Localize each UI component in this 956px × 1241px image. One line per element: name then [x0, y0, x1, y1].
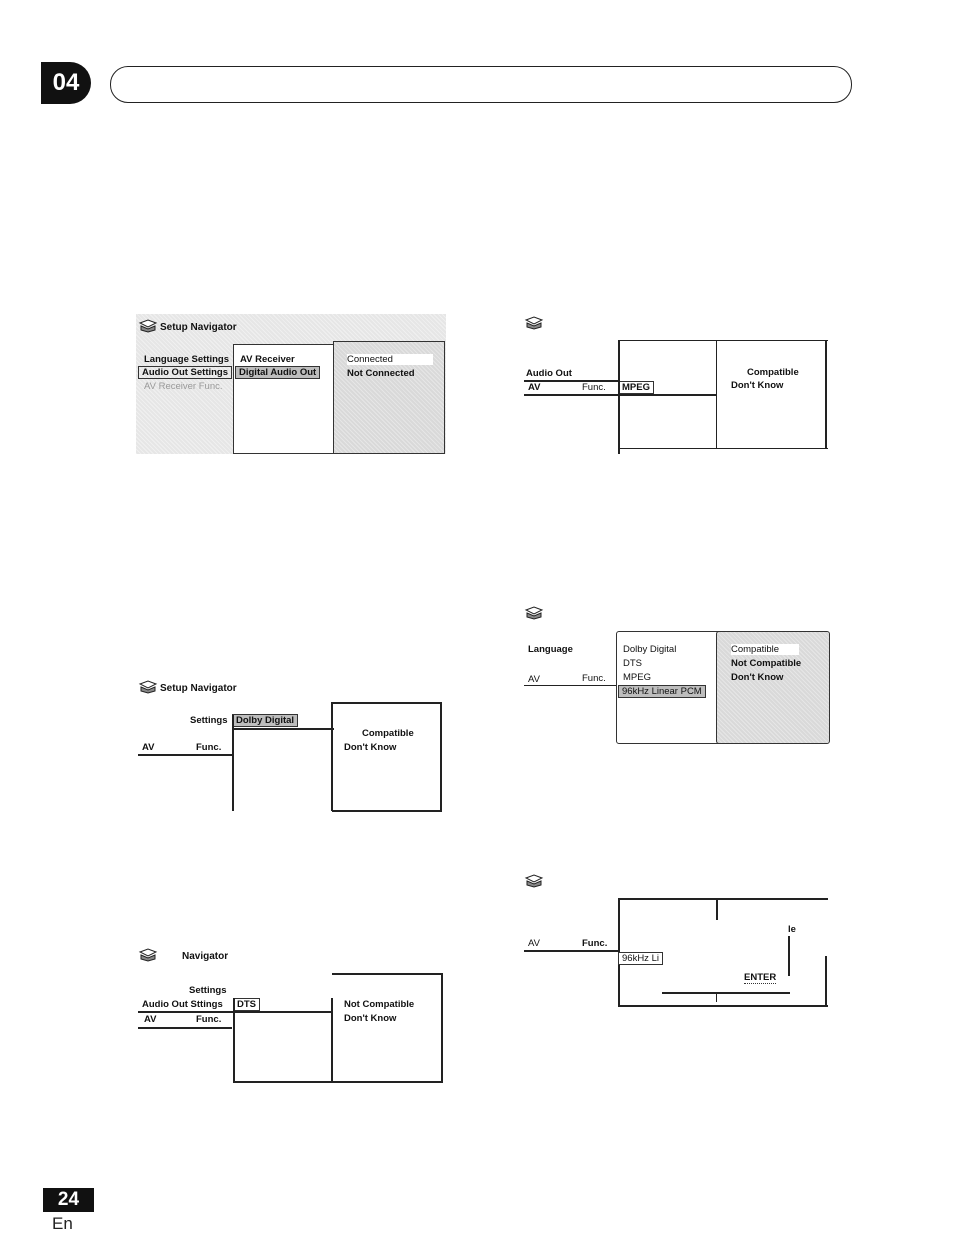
setup-navigator-icon	[524, 874, 544, 891]
setup-screen-4: Audio Out AV Func. MPEG Compatible Don't…	[522, 314, 832, 456]
menu-audio-out[interactable]: Audio Out	[526, 368, 572, 379]
option-dont-know[interactable]: Don't Know	[344, 742, 397, 753]
option-dolby-digital[interactable]: Dolby Digital	[231, 714, 299, 727]
menu-func[interactable]: Func.	[196, 742, 222, 753]
options-column-2	[233, 344, 335, 454]
menu-av[interactable]: AV	[528, 382, 541, 393]
setup-navigator-heading	[524, 874, 546, 891]
menu-audio-out-settings[interactable]: Audio Out Settings	[138, 366, 233, 379]
option-compatible[interactable]: Compatible	[747, 367, 799, 378]
setup-navigator-icon	[138, 680, 158, 697]
setup-navigator-heading: Navigator	[138, 948, 228, 965]
chapter-title-bar	[110, 66, 852, 103]
setup-navigator-heading: Setup Navigator	[138, 319, 237, 336]
option-dts[interactable]: DTS	[623, 658, 642, 669]
menu-audio-out-settings[interactable]: Audio Out Sttings	[142, 999, 223, 1010]
menu-language-settings[interactable]: Language Settings	[144, 354, 229, 365]
menu-func[interactable]: Func.	[582, 938, 608, 949]
page-number: 24	[43, 1188, 94, 1212]
option-av-receiver[interactable]: AV Receiver	[240, 354, 295, 365]
setup-navigator-icon	[524, 316, 544, 333]
dialog-text-fragment: le	[788, 924, 796, 935]
menu-av[interactable]: AV	[528, 674, 540, 685]
option-not-compatible[interactable]: Not Compatible	[344, 999, 415, 1010]
setup-screen-6: AV Func. 96kHz Li le ENTER	[522, 872, 832, 1012]
menu-settings[interactable]: Settings	[190, 715, 228, 726]
setup-navigator-heading	[524, 316, 546, 333]
enter-button[interactable]: ENTER	[744, 972, 777, 984]
setup-navigator-heading: Setup Navigator	[138, 680, 237, 697]
menu-av[interactable]: AV	[528, 938, 540, 949]
menu-av[interactable]: AV	[142, 742, 155, 753]
option-dont-know[interactable]: Don't Know	[344, 1013, 397, 1024]
menu-func[interactable]: Func.	[582, 382, 606, 393]
option-96khz-linear-pcm[interactable]: 96kHz Linear PCM	[618, 685, 706, 698]
option-digital-audio-out[interactable]: Digital Audio Out	[234, 366, 321, 379]
setup-navigator-icon	[524, 606, 544, 623]
option-dont-know[interactable]: Don't Know	[731, 380, 784, 391]
option-compatible[interactable]: Compatible	[362, 728, 414, 739]
setup-navigator-icon	[138, 948, 158, 965]
menu-func[interactable]: Func.	[196, 1014, 222, 1025]
option-compatible[interactable]: Compatible	[731, 644, 800, 655]
option-mpeg[interactable]: MPEG	[623, 672, 651, 683]
option-dts[interactable]: DTS	[233, 998, 260, 1011]
option-dolby-digital[interactable]: Dolby Digital	[623, 644, 677, 655]
option-mpeg[interactable]: MPEG	[618, 381, 654, 394]
option-96khz-linear-pcm[interactable]: 96kHz Li	[618, 952, 663, 965]
option-not-compatible[interactable]: Not Compatible	[731, 658, 802, 669]
menu-settings[interactable]: Settings	[189, 985, 227, 996]
menu-av[interactable]: AV	[144, 1014, 157, 1025]
setup-screen-1: Setup Navigator Language Settings Audio …	[136, 314, 446, 454]
setup-navigator-icon	[138, 319, 158, 336]
setup-navigator-heading	[524, 606, 546, 623]
page-language: En	[52, 1214, 73, 1233]
option-dont-know[interactable]: Don't Know	[731, 672, 784, 683]
setup-screen-2: Setup Navigator Settings Dolby Digital A…	[136, 680, 448, 815]
option-not-connected[interactable]: Not Connected	[347, 368, 415, 379]
menu-language[interactable]: Language	[528, 644, 573, 655]
option-connected[interactable]: Connected	[347, 354, 433, 365]
chapter-tab: 04	[41, 62, 91, 104]
setup-screen-5: Language AV Func. Dolby Digital DTS MPEG…	[522, 604, 832, 746]
setup-screen-3: Navigator Settings Audio Out Sttings DTS…	[136, 948, 446, 1083]
menu-func[interactable]: Func.	[582, 673, 606, 684]
menu-av-receiver-func[interactable]: AV Receiver Func.	[144, 381, 223, 392]
